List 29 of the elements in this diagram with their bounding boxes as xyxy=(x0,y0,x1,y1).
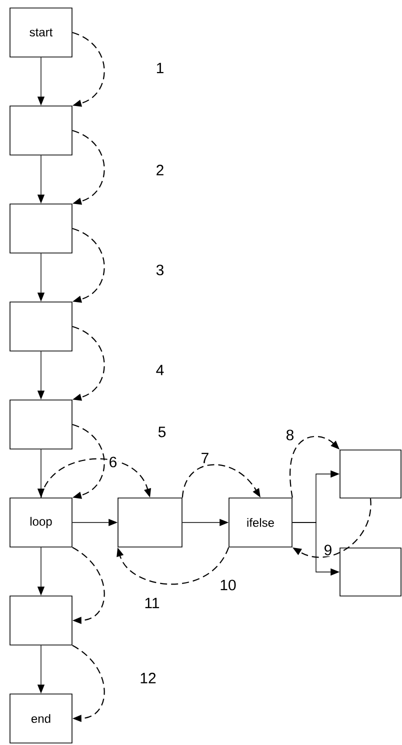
arrow xyxy=(72,424,105,499)
step-number: 8 xyxy=(284,428,296,442)
arrow xyxy=(116,547,230,585)
process-box xyxy=(10,400,72,450)
step-number: 10 xyxy=(218,578,238,592)
process-box: end xyxy=(10,694,72,744)
step-number: 3 xyxy=(154,264,166,276)
arrow xyxy=(72,546,105,624)
process-box xyxy=(10,302,72,352)
arrow xyxy=(40,458,152,498)
arrow xyxy=(72,228,105,303)
step-number: 6 xyxy=(108,456,118,468)
step-number: 12 xyxy=(138,672,158,684)
arrow xyxy=(72,32,105,107)
process-box: start xyxy=(10,8,72,58)
process-box xyxy=(10,596,72,646)
step-number: 11 xyxy=(143,596,161,610)
step-number: 9 xyxy=(322,544,334,556)
process-box xyxy=(340,450,402,498)
process-box xyxy=(10,204,72,254)
arrow xyxy=(72,644,105,722)
process-box xyxy=(10,106,72,156)
arrow xyxy=(72,130,105,205)
process-box xyxy=(118,498,182,548)
process-box: loop xyxy=(10,498,72,548)
process-box xyxy=(340,548,402,596)
process-box: ifelse xyxy=(228,498,292,548)
arrow xyxy=(182,464,260,498)
arrow xyxy=(72,326,105,401)
